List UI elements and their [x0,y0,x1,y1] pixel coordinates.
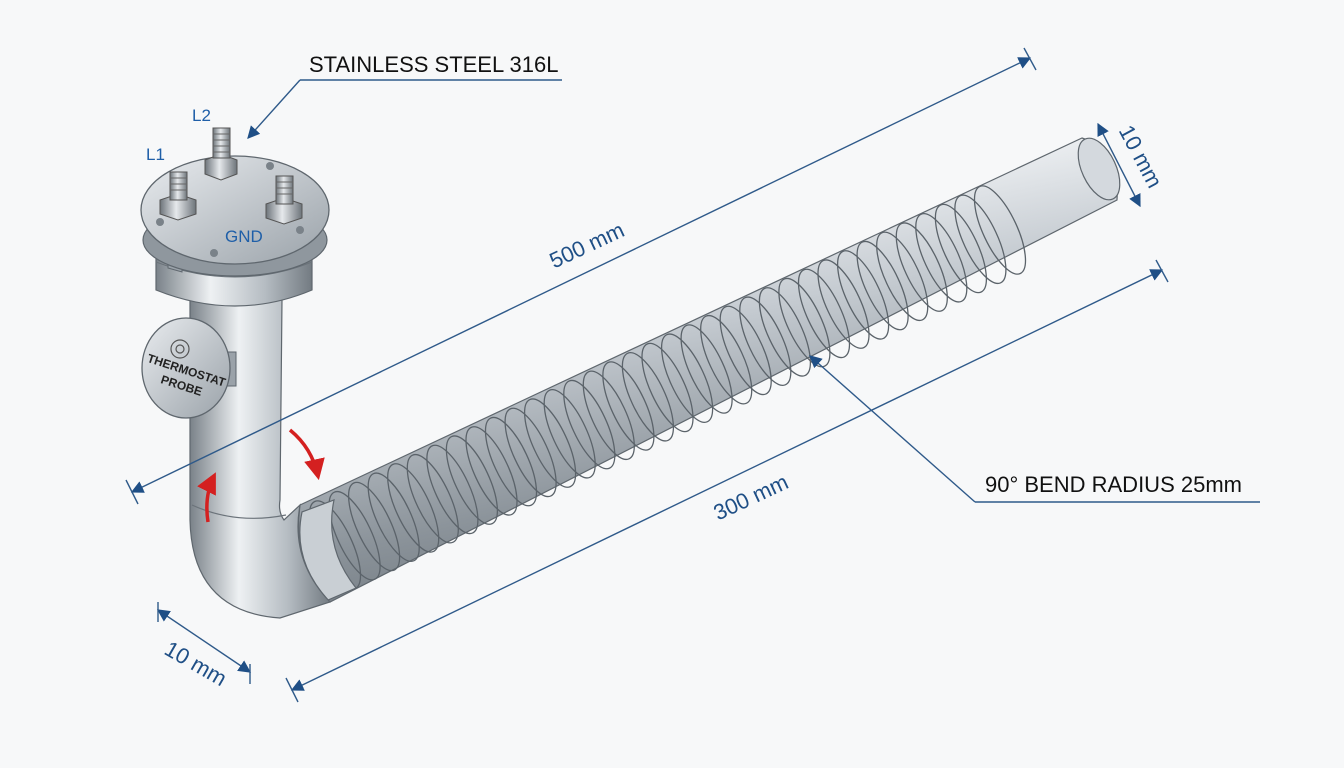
dimension-500-label: 500 mm [546,217,629,273]
terminal-gnd-label: GND [225,227,263,246]
flow-arrow-icon [288,428,325,481]
bend-radius-label: 90° BEND RADIUS 25mm [985,472,1242,497]
material-label: STAINLESS STEEL 316L [309,52,558,77]
terminal-l1-label: L1 [146,145,165,164]
dimension-300-line [290,269,1164,691]
dimension-diameter-end-line [1097,122,1141,208]
dimension-diameter-base-line [156,609,252,673]
callout-bend-radius: 90° BEND RADIUS 25mm [809,355,1260,503]
terminal-l2-bolt [204,127,238,181]
terminal-l2-label: L2 [192,106,211,125]
terminal-cap: GND [140,127,330,277]
dimension-lines [125,47,1169,703]
dimension-diameter-base-label: 10 mm [160,636,231,691]
horizontal-tube [298,137,1121,603]
callout-material: STAINLESS STEEL 316L [247,52,562,139]
dimension-300-label: 300 mm [710,469,793,525]
dimension-diameter-end-label: 10 mm [1114,121,1168,192]
